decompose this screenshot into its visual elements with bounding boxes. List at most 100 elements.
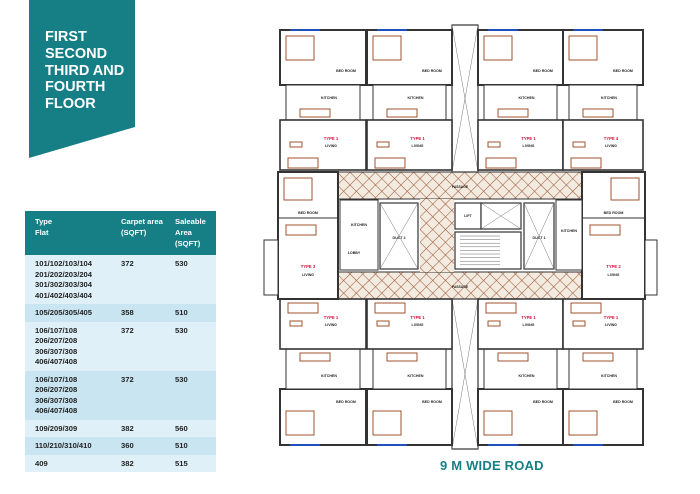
header-type-label: Type	[35, 217, 53, 226]
bedroom-label: BED ROOM	[336, 400, 356, 404]
kitchen-label: KITCHEN	[351, 223, 367, 227]
bedroom-label: BED ROOM	[298, 211, 318, 215]
sofa-icon	[287, 302, 319, 314]
living-room	[279, 119, 367, 171]
sofa-icon	[374, 302, 406, 314]
bedroom-label: BED ROOM	[422, 400, 442, 404]
kitchen-counter-icon	[582, 352, 614, 362]
flat-numbers: 409	[25, 454, 111, 472]
kitchen-label: KITCHEN	[408, 96, 424, 100]
bed-icon	[372, 410, 402, 436]
living-room	[562, 298, 644, 350]
bedroom	[279, 29, 367, 86]
living-label: LIVING	[325, 323, 337, 327]
unit-type-label: TYPE 4	[604, 136, 619, 141]
kitchen	[568, 348, 638, 390]
unit-type-label: TYPE 1	[521, 315, 536, 320]
sofa-icon	[485, 157, 517, 169]
kitchen-label: KITCHEN	[519, 374, 535, 378]
floor-title: FIRST SECOND THIRD AND FOURTH FLOOR	[45, 29, 140, 113]
table-icon	[487, 320, 501, 327]
lift	[454, 202, 482, 230]
road-label: 9 M WIDE ROAD	[440, 458, 544, 473]
unit-type-label: TYPE 1	[604, 315, 619, 320]
kitchen-counter-icon	[497, 352, 529, 362]
kitchen-counter-icon	[299, 352, 331, 362]
table-icon	[376, 320, 390, 327]
bed-icon	[285, 410, 315, 436]
left-balcony	[263, 239, 279, 296]
kitchen-label: KITCHEN	[601, 374, 617, 378]
lobby-label: LOBBY	[348, 251, 361, 255]
right-balcony	[644, 239, 658, 296]
kitchen	[483, 84, 558, 121]
living-room	[477, 298, 564, 350]
sofa-icon	[287, 157, 319, 169]
saleable-area: 530	[165, 370, 216, 420]
unit-type-label: TYPE 2	[606, 264, 621, 269]
header-saleable-unit: Area (SQFT)	[175, 228, 201, 248]
flat-number-line: 409	[35, 458, 48, 468]
table-icon	[289, 320, 303, 327]
living-room	[279, 298, 367, 350]
unit-type-label: TYPE 1	[324, 315, 339, 320]
bedroom-label: BED ROOM	[613, 69, 633, 73]
sofa-icon	[589, 224, 621, 236]
kitchen-label: KITCHEN	[321, 96, 337, 100]
carpet-area: 382	[111, 419, 165, 437]
duct-1-cross	[523, 202, 555, 270]
flat-number-line: 301/302/303/304	[35, 280, 93, 289]
flat-numbers: 110/210/310/410	[25, 437, 111, 455]
living-label: LIVING	[605, 144, 617, 148]
sofa-icon	[374, 157, 406, 169]
living-label: LIVING	[412, 323, 424, 327]
floor-title-line: FOURTH	[45, 79, 106, 96]
flat-number-line: 110/210/310/410	[35, 441, 92, 450]
bedroom	[366, 388, 453, 446]
bedroom	[562, 29, 644, 86]
kitchen-label: KITCHEN	[561, 229, 577, 233]
living-room	[366, 298, 453, 350]
unit-type-label: TYPE 1	[324, 136, 339, 141]
bedroom-label: BED ROOM	[533, 400, 553, 404]
header-carpet: Carpet area(SQFT)	[111, 211, 165, 255]
left-kitchen	[339, 199, 379, 271]
flat-number-line: 109/209/309	[35, 423, 78, 433]
flat-numbers: 109/209/309	[25, 419, 111, 437]
kitchen	[568, 84, 638, 121]
sofa-icon	[570, 157, 602, 169]
flat-number-line: 101/102/103/104	[35, 259, 93, 268]
header-carpet-unit: (SQFT)	[121, 228, 147, 237]
living-room	[366, 119, 453, 171]
flat-number-line: 206/207/208	[35, 336, 78, 345]
carpet-area: 372	[111, 370, 165, 420]
bed-icon	[568, 410, 598, 436]
bed-icon	[483, 35, 513, 61]
passage-label: PASSAGE	[452, 185, 469, 189]
flat-number-line: 201/202/203/204	[35, 269, 93, 279]
kitchen-counter-icon	[497, 108, 529, 118]
duct-2-cross	[379, 202, 419, 270]
bedroom	[477, 29, 564, 86]
kitchen	[483, 348, 558, 390]
flat-number-line: 406/407/408	[35, 406, 78, 415]
kitchen	[372, 84, 447, 121]
kitchen	[285, 348, 361, 390]
floor-title-line: FIRST	[45, 29, 87, 45]
saleable-area: 510	[165, 437, 216, 455]
table-icon	[487, 141, 501, 148]
top-open-shaft-cross	[451, 24, 479, 173]
kitchen-counter-icon	[582, 108, 614, 118]
kitchen-label: KITCHEN	[601, 96, 617, 100]
bedroom-label: BED ROOM	[422, 69, 442, 73]
carpet-area: 358	[111, 304, 165, 322]
sofa-icon	[570, 302, 602, 314]
floor-title-line: SECOND	[45, 45, 108, 62]
kitchen-label: KITCHEN	[519, 96, 535, 100]
